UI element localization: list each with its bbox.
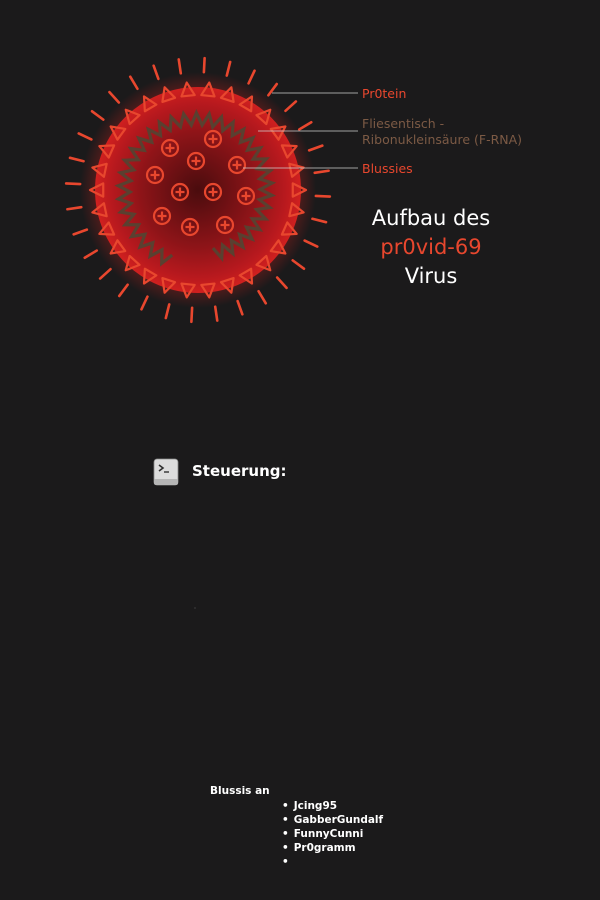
membrane-protein	[200, 282, 216, 299]
spike	[247, 69, 256, 85]
blussie	[227, 155, 247, 175]
membrane-protein	[124, 108, 141, 126]
virus-diagram	[64, 56, 358, 324]
spike	[236, 299, 244, 316]
spike	[108, 90, 121, 104]
blussie	[160, 138, 180, 158]
spike	[267, 82, 279, 97]
membrane-protein	[142, 267, 158, 285]
membrane-protein	[291, 182, 308, 198]
label-rna-line1: Fliesentisch -	[362, 116, 445, 131]
blussie	[180, 217, 200, 237]
virus-spikes	[64, 56, 332, 324]
membrane-protein	[269, 239, 287, 255]
spike	[202, 56, 206, 74]
membrane-protein	[238, 95, 254, 113]
membrane-protein	[91, 202, 108, 218]
membrane-protein	[109, 125, 127, 141]
spike	[313, 169, 330, 175]
label-blussies: Blussies	[362, 161, 413, 176]
membrane-protein	[280, 144, 298, 159]
title-line1: Aufbau des	[371, 206, 491, 230]
spike	[190, 306, 194, 324]
blussie	[186, 151, 206, 171]
spike	[128, 75, 139, 91]
blussie	[236, 186, 256, 206]
rna-strand	[114, 108, 277, 267]
membrane-protein	[200, 81, 216, 98]
membrane-protein	[109, 239, 127, 255]
spike	[297, 120, 313, 131]
spike	[140, 295, 149, 311]
spike	[117, 283, 129, 298]
blussie	[170, 182, 190, 202]
spike	[284, 100, 298, 113]
list-item: Jcing95	[282, 799, 383, 813]
membrane-protein	[255, 108, 272, 126]
label-rna: Fliesentisch - Ribonukleinsäure (F-RNA)	[362, 116, 522, 148]
spike	[314, 194, 332, 198]
stray-dot	[194, 607, 196, 609]
blussie	[152, 206, 172, 226]
spike	[72, 228, 89, 236]
terminal-icon	[153, 458, 179, 486]
spike	[213, 305, 219, 322]
membrane-protein	[219, 86, 235, 104]
membrane-protein	[91, 162, 108, 178]
membrane-protein	[180, 81, 196, 98]
blussis-list: Jcing95 GabberGundalf FunnyCunni Pr0gram…	[282, 799, 383, 869]
spike	[303, 239, 319, 248]
membrane-protein	[88, 182, 105, 198]
membrane-protein	[288, 202, 305, 218]
membrane-protein	[219, 276, 235, 294]
blussie	[145, 165, 165, 185]
spike	[83, 249, 99, 260]
membrane-protein	[161, 86, 177, 104]
spike	[64, 182, 82, 186]
spike	[68, 156, 85, 163]
spike	[291, 259, 306, 271]
controls-heading: Steuerung:	[192, 462, 287, 480]
blussie	[215, 215, 235, 235]
spike	[164, 303, 171, 320]
list-item: GabberGundalf	[282, 813, 383, 827]
label-protein: Pr0tein	[362, 86, 407, 101]
title-line3: Virus	[404, 264, 458, 288]
membrane-protein	[238, 267, 254, 285]
spike	[66, 205, 83, 211]
membrane-proteins	[88, 81, 308, 299]
membrane-protein	[142, 95, 158, 113]
membrane-protein	[280, 221, 298, 236]
spike	[77, 132, 93, 141]
spike	[257, 289, 268, 305]
membrane-protein	[255, 254, 272, 272]
list-item: Pr0gramm	[282, 841, 383, 855]
blussie	[203, 129, 223, 149]
title-virus-name: pr0vid-69	[380, 235, 482, 259]
spike	[177, 58, 183, 75]
membrane-protein	[98, 144, 116, 159]
spike	[98, 267, 112, 280]
spike	[152, 64, 160, 81]
spike	[275, 276, 288, 290]
list-item	[282, 855, 383, 869]
membrane-protein	[288, 162, 305, 178]
blussie	[203, 182, 223, 202]
membrane-protein	[161, 276, 177, 294]
diagram-title: Aufbau des pr0vid-69 Virus	[340, 204, 522, 291]
membrane-protein	[269, 125, 287, 141]
spike	[90, 109, 105, 121]
membrane-protein	[180, 282, 196, 299]
spike	[225, 60, 232, 77]
label-rna-line2: Ribonukleinsäure (F-RNA)	[362, 132, 523, 147]
list-item: FunnyCunni	[282, 827, 383, 841]
membrane-protein	[124, 254, 141, 272]
spike	[311, 217, 328, 224]
membrane-protein	[98, 221, 116, 236]
spike	[307, 144, 324, 152]
blussies-group	[145, 129, 256, 237]
blussis-heading: Blussis an	[210, 785, 270, 797]
